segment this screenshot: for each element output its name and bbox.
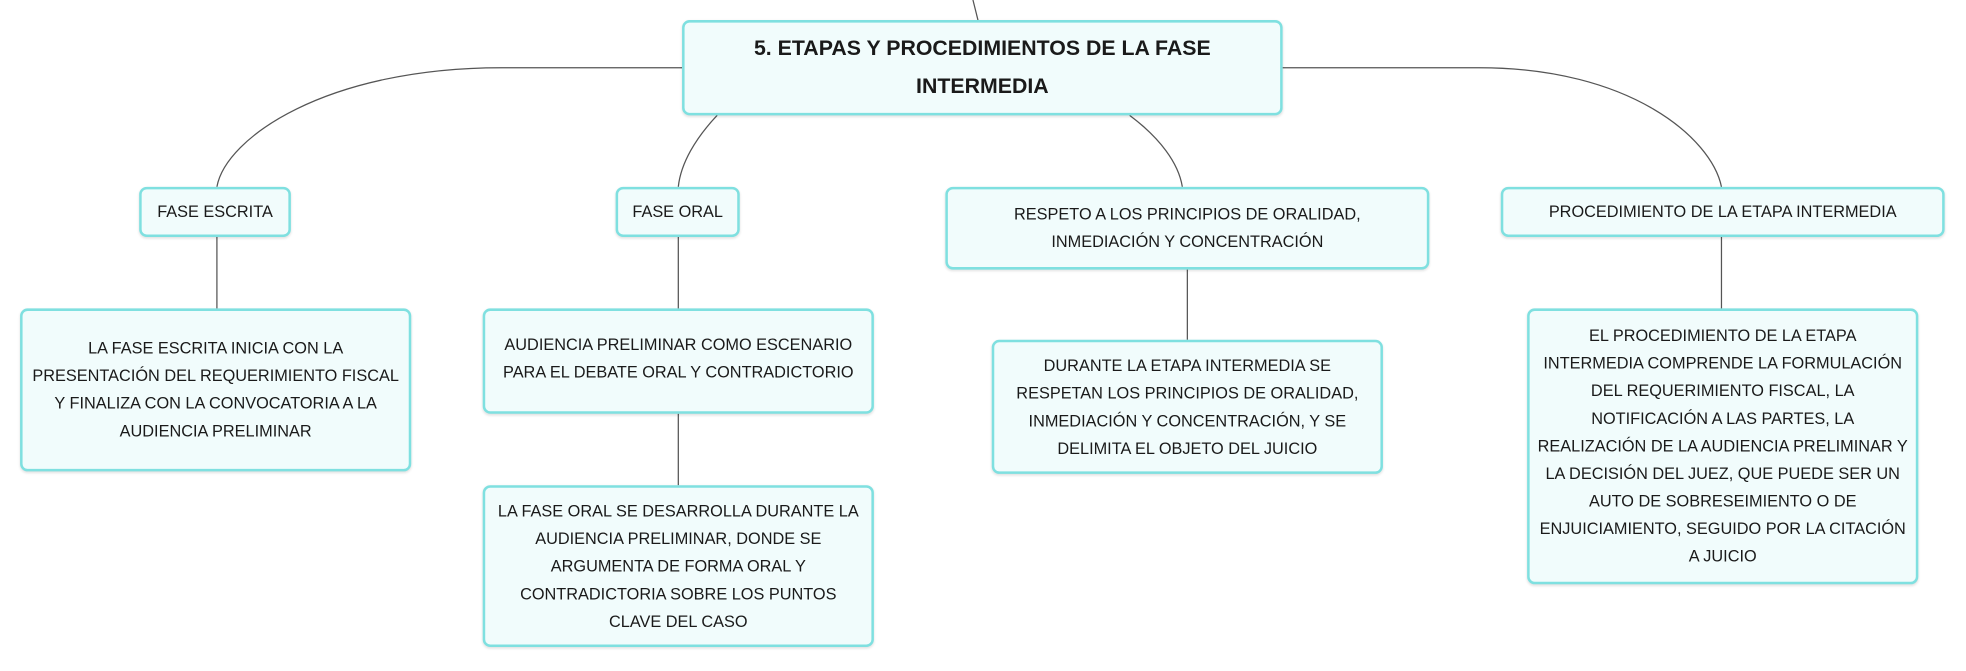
topic-respeto-principios[interactable]: RESPETO A LOS PRINCIPIOS DE ORALIDAD, IN… bbox=[945, 186, 1430, 270]
topic-procedimiento[interactable]: PROCEDIMIENTO DE LA ETAPA INTERMEDIA bbox=[1500, 186, 1945, 237]
detail-text: LA FASE ESCRITA INICIA CON LA PRESENTACI… bbox=[32, 338, 399, 441]
topic-label: RESPETO A LOS PRINCIPIOS DE ORALIDAD, IN… bbox=[1014, 204, 1361, 251]
topic-fase-escrita[interactable]: FASE ESCRITA bbox=[139, 186, 291, 237]
detail-text: AUDIENCIA PRELIMINAR COMO ESCENARIO PARA… bbox=[503, 334, 854, 382]
detail-text: EL PROCEDIMIENTO DE LA ETAPA INTERMEDIA … bbox=[1537, 325, 1908, 566]
detail-respeto[interactable]: DURANTE LA ETAPA INTERMEDIA SE RESPETAN … bbox=[991, 339, 1383, 474]
topic-label: FASE ESCRITA bbox=[157, 201, 273, 221]
connector-respeto bbox=[1129, 114, 1183, 187]
connector-fase-escrita bbox=[216, 67, 683, 187]
detail-fase-oral-2[interactable]: LA FASE ORAL SE DESARROLLA DURANTE LA AU… bbox=[482, 485, 874, 647]
topic-fase-oral[interactable]: FASE ORAL bbox=[615, 186, 740, 237]
detail-text: LA FASE ORAL SE DESARROLLA DURANTE LA AU… bbox=[497, 500, 859, 631]
connector-parent bbox=[972, 0, 979, 21]
detail-fase-escrita[interactable]: LA FASE ESCRITA INICIA CON LA PRESENTACI… bbox=[20, 308, 412, 472]
detail-fase-oral-1[interactable]: AUDIENCIA PRELIMINAR COMO ESCENARIO PARA… bbox=[482, 308, 874, 414]
root-topic-label: 5. ETAPAS Y PROCEDIMIENTOS DE LA FASE IN… bbox=[753, 36, 1211, 98]
detail-text: DURANTE LA ETAPA INTERMEDIA SE RESPETAN … bbox=[1016, 355, 1359, 458]
connector-fase-oral bbox=[677, 114, 718, 187]
detail-procedimiento[interactable]: EL PROCEDIMIENTO DE LA ETAPA INTERMEDIA … bbox=[1527, 308, 1919, 585]
topic-label: PROCEDIMIENTO DE LA ETAPA INTERMEDIA bbox=[1548, 201, 1897, 221]
topic-label: FASE ORAL bbox=[632, 201, 723, 221]
root-topic[interactable]: 5. ETAPAS Y PROCEDIMIENTOS DE LA FASE IN… bbox=[682, 20, 1283, 116]
connector-procedimiento bbox=[1282, 67, 1723, 187]
